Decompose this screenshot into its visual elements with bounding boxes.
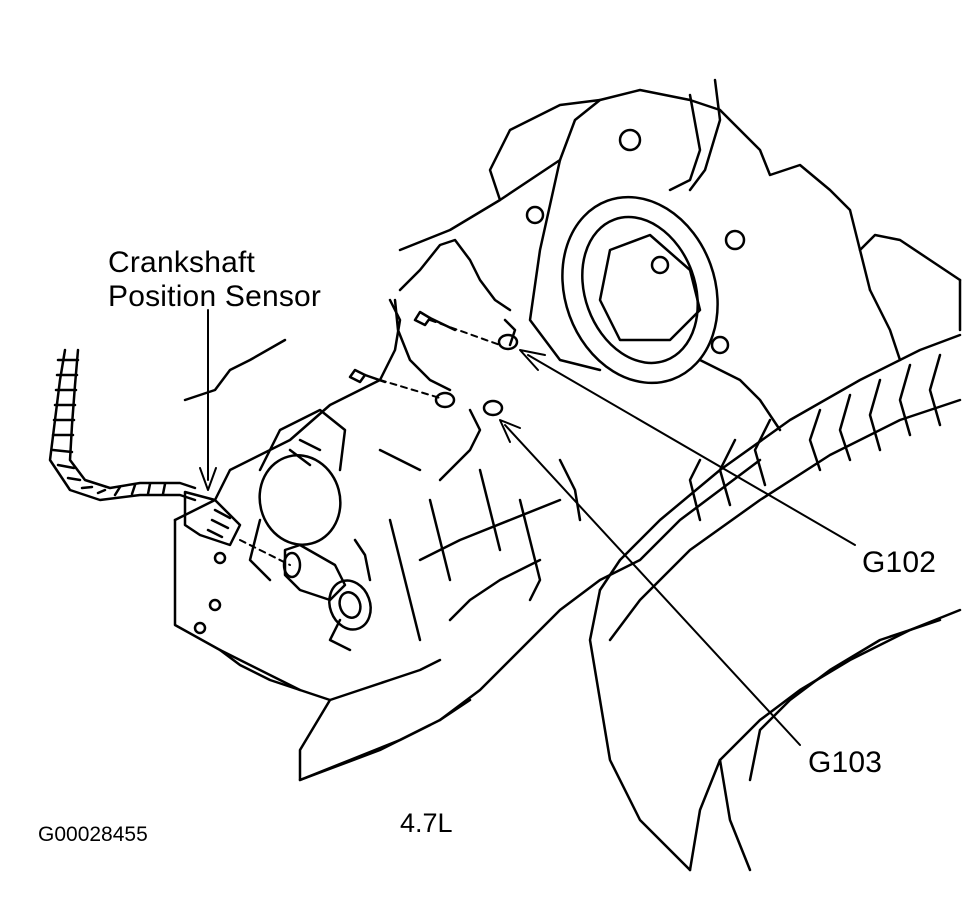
sensor-cable: [48, 348, 291, 566]
upper-mount: [525, 78, 782, 432]
g103-leader-arrow: [499, 419, 521, 443]
engine-size-label: 4.7L: [400, 808, 453, 838]
sensor-mount: [193, 538, 372, 652]
sensor-label-line2: Position Sensor: [108, 280, 322, 313]
figure-id-label: G00028455: [38, 823, 148, 846]
callout-lines: [199, 309, 856, 746]
sensor-label-line1: Crankshaft: [108, 246, 256, 279]
lower-ribs: [378, 448, 582, 642]
ground-label-g102: G102: [862, 546, 937, 579]
sensor-leader-arrow: [199, 467, 217, 491]
g102-leader-arrow: [519, 349, 546, 371]
right-manifold: [588, 333, 962, 872]
ground-label-g103: G103: [808, 746, 883, 779]
engine-block-outline: [173, 88, 962, 782]
ground-strap: [393, 238, 517, 482]
g103-leader-line: [504, 424, 801, 746]
ground-bolts: [348, 310, 519, 417]
cam-boss: [248, 408, 347, 582]
g102-leader-line: [527, 354, 856, 546]
